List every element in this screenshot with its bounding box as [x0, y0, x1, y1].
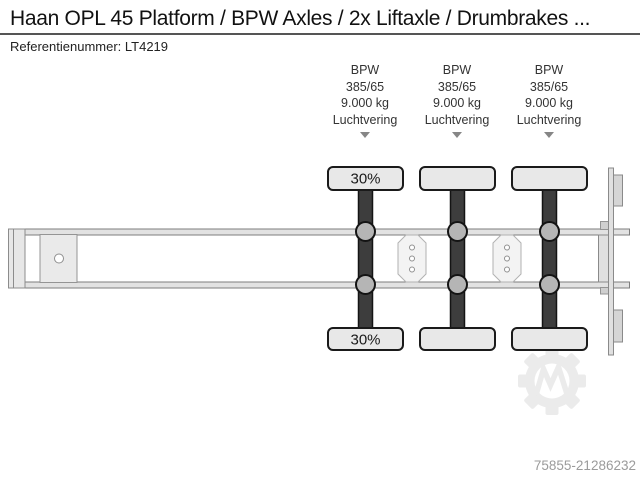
chevron-down-icon	[360, 132, 370, 138]
lift-axle-load-bottom: 30%	[350, 332, 380, 349]
axle-3-spec-label: BPW 385/65 9.000 kg Luchtvering	[489, 62, 609, 138]
axle-tyre-size: 385/65	[345, 79, 385, 94]
page-title: Haan OPL 45 Platform / BPW Axles / 2x Li…	[10, 7, 591, 30]
chevron-down-icon	[544, 132, 554, 138]
rear-plate	[608, 167, 614, 356]
rear-pad-bottom	[613, 309, 623, 343]
reference-number: Referentienummer: LT4219	[10, 39, 169, 54]
wheel-bottom	[327, 327, 404, 351]
rear-pad-top	[613, 174, 623, 207]
axle-capacity: 9.000 kg	[341, 96, 389, 110]
listing-number: 75855-21286232	[533, 458, 636, 473]
axle-2	[419, 166, 496, 351]
front-panel	[13, 228, 26, 289]
axle-capacity: 9.000 kg	[433, 96, 481, 110]
chevron-down-icon	[452, 132, 462, 138]
rear-assembly	[598, 167, 623, 356]
watermark-gear-logo	[518, 347, 586, 415]
axle-capacity: 9.000 kg	[525, 96, 573, 110]
wheel-top	[419, 166, 496, 191]
axle-brand: BPW	[350, 63, 380, 77]
trailer-frame	[8, 228, 630, 289]
axle-tyre-size: 385/65	[529, 79, 569, 94]
title-separator	[0, 33, 640, 35]
lift-axle-load-top: 30%	[350, 171, 380, 188]
axle-suspension: Luchtvering	[424, 112, 490, 127]
axle-3	[511, 166, 588, 351]
front-cross-member	[8, 228, 14, 289]
kingpin	[54, 253, 64, 264]
axle-1: 30% 30%	[327, 166, 404, 351]
wheel-bottom	[419, 327, 496, 351]
frame-rail-top	[8, 228, 630, 236]
wheel-top	[511, 166, 588, 191]
axle-1-spec-label: BPW 385/65 9.000 kg Luchtvering	[305, 62, 425, 138]
axle-2-spec-label: BPW 385/65 9.000 kg Luchtvering	[397, 62, 517, 138]
axle-brand: BPW	[442, 63, 472, 77]
axle-suspension: Luchtvering	[332, 112, 398, 127]
frame-rail-bottom	[8, 281, 630, 289]
axle-brand: BPW	[534, 63, 564, 77]
axle-suspension: Luchtvering	[516, 112, 582, 127]
wheel-bottom	[511, 327, 588, 351]
wheel-top	[327, 166, 404, 191]
axle-tyre-size: 385/65	[437, 79, 477, 94]
